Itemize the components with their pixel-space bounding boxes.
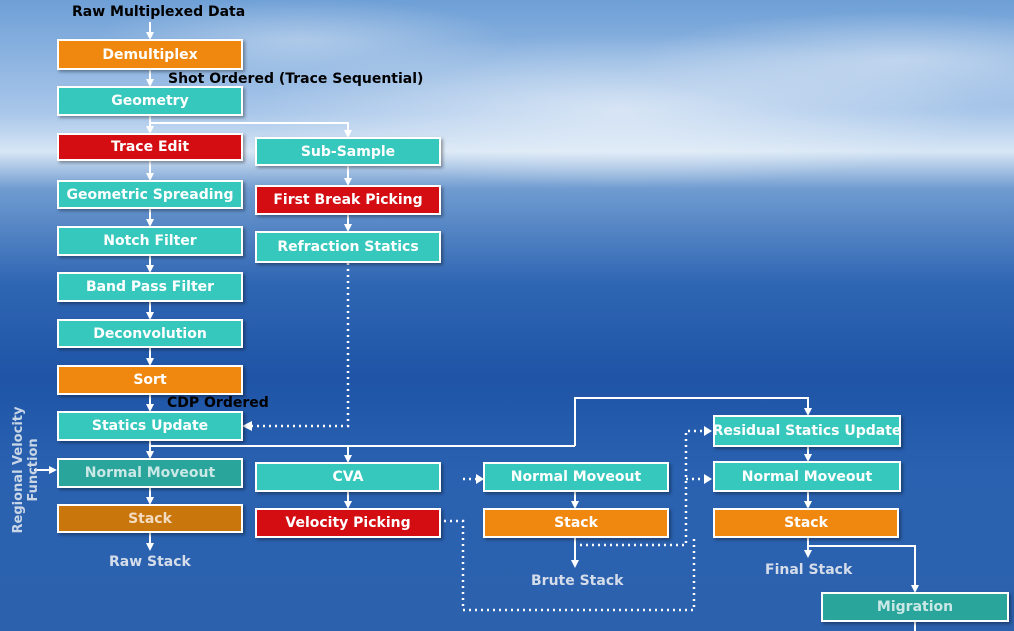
brute-stack-label: Brute Stack	[531, 573, 624, 589]
demultiplex-box[interactable]: Demultiplex	[57, 39, 243, 70]
band-pass-filter-box[interactable]: Band Pass Filter	[57, 272, 243, 302]
stack-box-2[interactable]: Stack	[483, 508, 669, 538]
normal-moveout-box-2[interactable]: Normal Moveout	[483, 462, 669, 492]
raw-multiplexed-data-label: Raw Multiplexed Data	[72, 4, 246, 20]
normal-moveout-box-3[interactable]: Normal Moveout	[713, 461, 901, 492]
shot-ordered-label: Shot Ordered (Trace Sequential)	[168, 71, 424, 87]
statics-update-box[interactable]: Statics Update	[57, 411, 243, 441]
sort-box[interactable]: Sort	[57, 365, 243, 395]
stack-box-1[interactable]: Stack	[57, 504, 243, 533]
velocity-picking-box[interactable]: Velocity Picking	[255, 508, 441, 538]
regional-velocity-line1: Regional Velocity	[11, 406, 26, 534]
geometry-box[interactable]: Geometry	[57, 86, 243, 116]
normal-moveout-box-1[interactable]: Normal Moveout	[57, 458, 243, 488]
migration-box[interactable]: Migration	[821, 592, 1009, 622]
sub-sample-box[interactable]: Sub-Sample	[255, 137, 441, 166]
geometric-spreading-box[interactable]: Geometric Spreading	[57, 180, 243, 209]
regional-velocity-function-label: Regional Velocity Function	[11, 400, 41, 540]
cva-box[interactable]: CVA	[255, 462, 441, 492]
refraction-statics-box[interactable]: Refraction Statics	[255, 231, 441, 263]
stack-box-3[interactable]: Stack	[713, 508, 899, 538]
first-break-picking-box[interactable]: First Break Picking	[255, 185, 441, 215]
deconvolution-box[interactable]: Deconvolution	[57, 319, 243, 348]
raw-stack-label: Raw Stack	[109, 554, 191, 570]
notch-filter-box[interactable]: Notch Filter	[57, 226, 243, 256]
residual-statics-update-box[interactable]: Residual Statics Update	[713, 415, 901, 447]
trace-edit-box[interactable]: Trace Edit	[57, 133, 243, 161]
regional-velocity-line2: Function	[26, 438, 41, 502]
cdp-ordered-label: CDP Ordered	[167, 395, 269, 411]
final-stack-label: Final Stack	[765, 562, 853, 578]
